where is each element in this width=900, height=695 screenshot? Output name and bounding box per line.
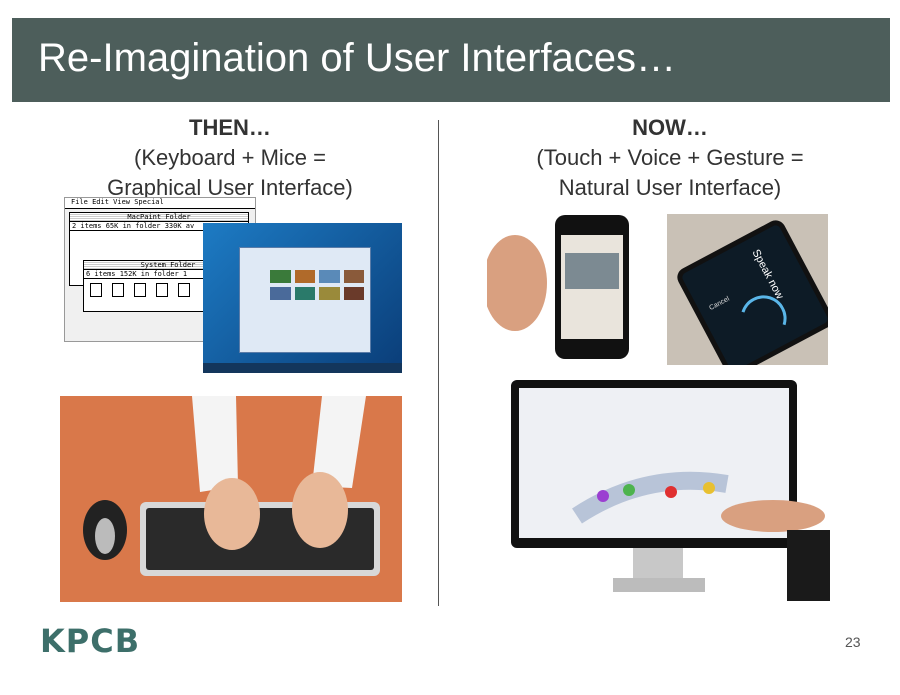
- mac-folder-icons: [84, 279, 252, 301]
- voice-phone-photo: Speak now Cancel: [667, 214, 828, 365]
- windows-taskbar: [203, 363, 402, 373]
- slide-title: Re-Imagination of User Interfaces…: [38, 36, 677, 80]
- then-heading-block: THEN… (Keyboard + Mice = Graphical User …: [60, 113, 400, 203]
- keyboard-illustration: [83, 396, 380, 576]
- then-line1: (Keyboard + Mice =: [134, 145, 326, 170]
- iphone-touch-photo: [487, 213, 657, 361]
- phone-screen: Speak now Cancel: [673, 216, 828, 365]
- mac-menu-bar: File Edit View Special: [65, 198, 255, 209]
- now-heading-block: NOW… (Touch + Voice + Gesture = Natural …: [490, 113, 850, 203]
- mac-window-title: MacPaint Folder: [70, 213, 248, 222]
- then-heading: THEN…: [189, 115, 271, 140]
- windows-gui-screenshot: [203, 223, 402, 373]
- phone-illustration: [487, 215, 629, 359]
- now-line1: (Touch + Voice + Gesture =: [536, 145, 804, 170]
- now-heading: NOW…: [632, 115, 708, 140]
- title-bar: Re-Imagination of User Interfaces…: [12, 18, 890, 102]
- mac-window-info: 6 items 152K in folder 1: [84, 270, 252, 279]
- then-line2: Graphical User Interface): [107, 175, 353, 200]
- mac-window-title: System Folder: [84, 261, 252, 270]
- voice-wave-icon: [732, 287, 795, 350]
- speak-now-label: Speak now: [749, 247, 786, 302]
- column-divider: [438, 120, 439, 606]
- monitor-illustration: [511, 380, 830, 601]
- keyboard-mouse-photo: [60, 396, 402, 602]
- kpcb-logo: KPCB: [40, 622, 141, 660]
- window-explorer: [239, 247, 371, 353]
- gesture-monitor-photo: [487, 380, 830, 601]
- page-number: 23: [845, 634, 861, 650]
- cancel-label: Cancel: [708, 295, 731, 313]
- mac-window-info: 2 items 65K in folder 330K av: [70, 222, 248, 231]
- now-line2: Natural User Interface): [558, 175, 782, 200]
